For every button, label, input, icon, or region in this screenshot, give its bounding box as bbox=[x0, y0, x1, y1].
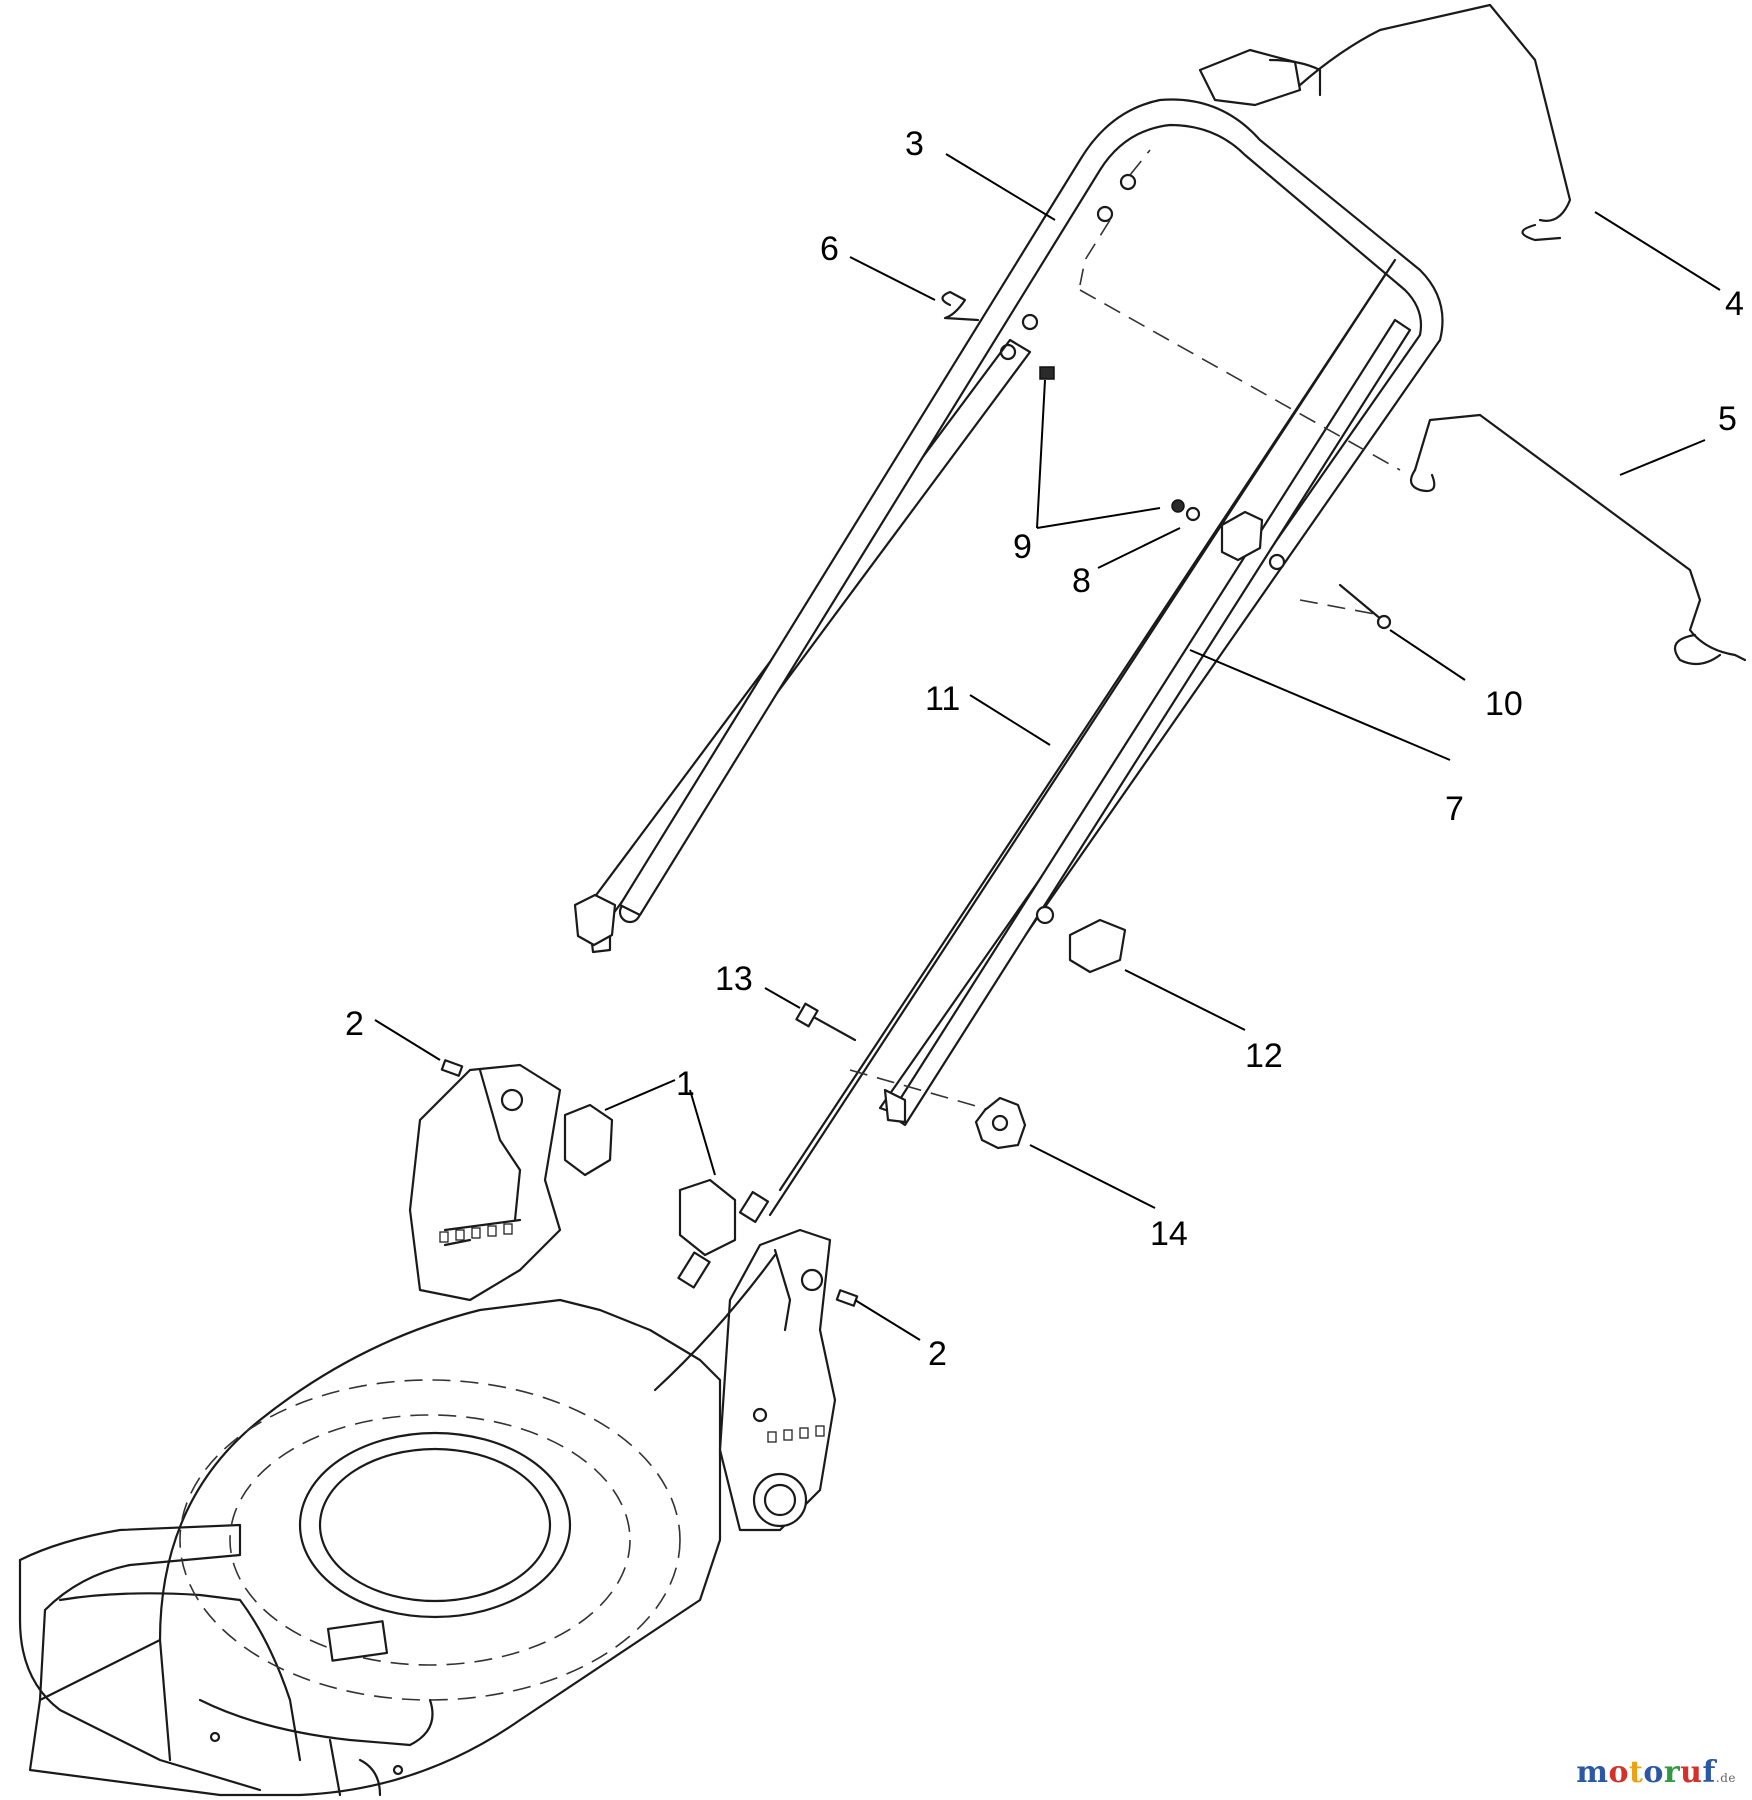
left-handle-knob bbox=[573, 893, 617, 947]
bolt-part-2-right bbox=[835, 1289, 859, 1307]
drive-bail bbox=[1409, 413, 1747, 666]
watermark-letter: t bbox=[1628, 1755, 1644, 1790]
callout-8: 8 bbox=[1072, 562, 1091, 600]
callout-2-right: 2 bbox=[928, 1335, 947, 1373]
watermark-logo: motoruf.de bbox=[1576, 1755, 1736, 1790]
washer-part-8 bbox=[1185, 506, 1201, 522]
assembly-guide-lines bbox=[849, 149, 1401, 1111]
cable-guide-part-12 bbox=[1068, 918, 1127, 974]
cable-clamp bbox=[1220, 510, 1264, 562]
callout-leaders bbox=[374, 153, 1721, 1341]
callout-14: 14 bbox=[1150, 1215, 1188, 1253]
watermark-letter: o bbox=[1643, 1755, 1664, 1790]
handle-bracket-part-1-right bbox=[678, 1178, 737, 1257]
watermark-letter: f bbox=[1702, 1755, 1716, 1790]
callout-3: 3 bbox=[905, 125, 924, 163]
lower-handle-right-tube bbox=[883, 318, 1412, 1127]
carriage-bolt-part-13 bbox=[808, 1013, 857, 1042]
callout-2-left: 2 bbox=[345, 1005, 364, 1043]
watermark-letter: r bbox=[1663, 1755, 1681, 1790]
bolt-part-10 bbox=[1338, 583, 1384, 622]
hairpin-clip-part-6 bbox=[941, 290, 980, 322]
watermark-text: motoruf bbox=[1576, 1755, 1716, 1790]
left-height-bracket bbox=[408, 1063, 562, 1302]
handle-knob-part-14 bbox=[974, 1096, 1027, 1150]
bolt-part-2-left bbox=[440, 1059, 464, 1077]
callout-1: 1 bbox=[676, 1065, 695, 1103]
right-height-bracket bbox=[718, 1228, 837, 1532]
upper-handle bbox=[618, 48, 1444, 1117]
callout-9: 9 bbox=[1013, 528, 1032, 566]
control-cable bbox=[653, 258, 1397, 1392]
watermark-letter: o bbox=[1608, 1755, 1629, 1790]
callout-6: 6 bbox=[820, 230, 839, 268]
locknut-part-9-upper bbox=[1039, 366, 1055, 380]
operator-presence-bail bbox=[1268, 3, 1572, 242]
watermark-letter: m bbox=[1576, 1755, 1609, 1790]
callout-10: 10 bbox=[1485, 685, 1523, 723]
watermark-letter: u bbox=[1680, 1755, 1703, 1790]
hardware-parts bbox=[440, 290, 1392, 1307]
locknut-part-9-lower bbox=[1171, 499, 1185, 513]
callout-5: 5 bbox=[1718, 400, 1737, 438]
callout-7: 7 bbox=[1445, 790, 1464, 828]
callout-labels: 3 4 5 6 7 8 9 10 11 12 13 14 2 2 1 bbox=[345, 125, 1744, 1373]
mower-deck bbox=[18, 1298, 722, 1797]
watermark-suffix: .de bbox=[1715, 1771, 1736, 1785]
callout-4: 4 bbox=[1725, 285, 1744, 323]
callout-13: 13 bbox=[715, 960, 753, 998]
handle-bracket-part-1-left bbox=[563, 1103, 614, 1177]
callout-12: 12 bbox=[1245, 1037, 1283, 1075]
callout-11: 11 bbox=[925, 680, 960, 718]
